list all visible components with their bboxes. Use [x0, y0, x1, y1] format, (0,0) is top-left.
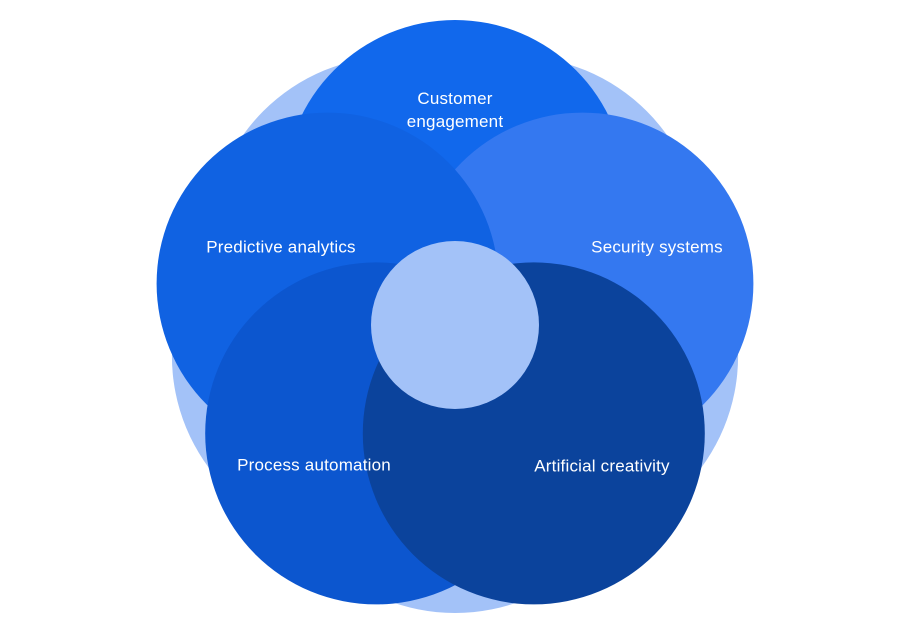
- label-security-systems: Security systems: [591, 237, 723, 257]
- label-predictive-analytics: Predictive analytics: [206, 237, 356, 257]
- label-customer-engagement: Customer engagement: [406, 89, 504, 131]
- center-hub-circle: [371, 241, 539, 409]
- label-artificial-creativity: Artificial creativity: [534, 456, 670, 476]
- label-process-automation: Process automation: [237, 455, 391, 475]
